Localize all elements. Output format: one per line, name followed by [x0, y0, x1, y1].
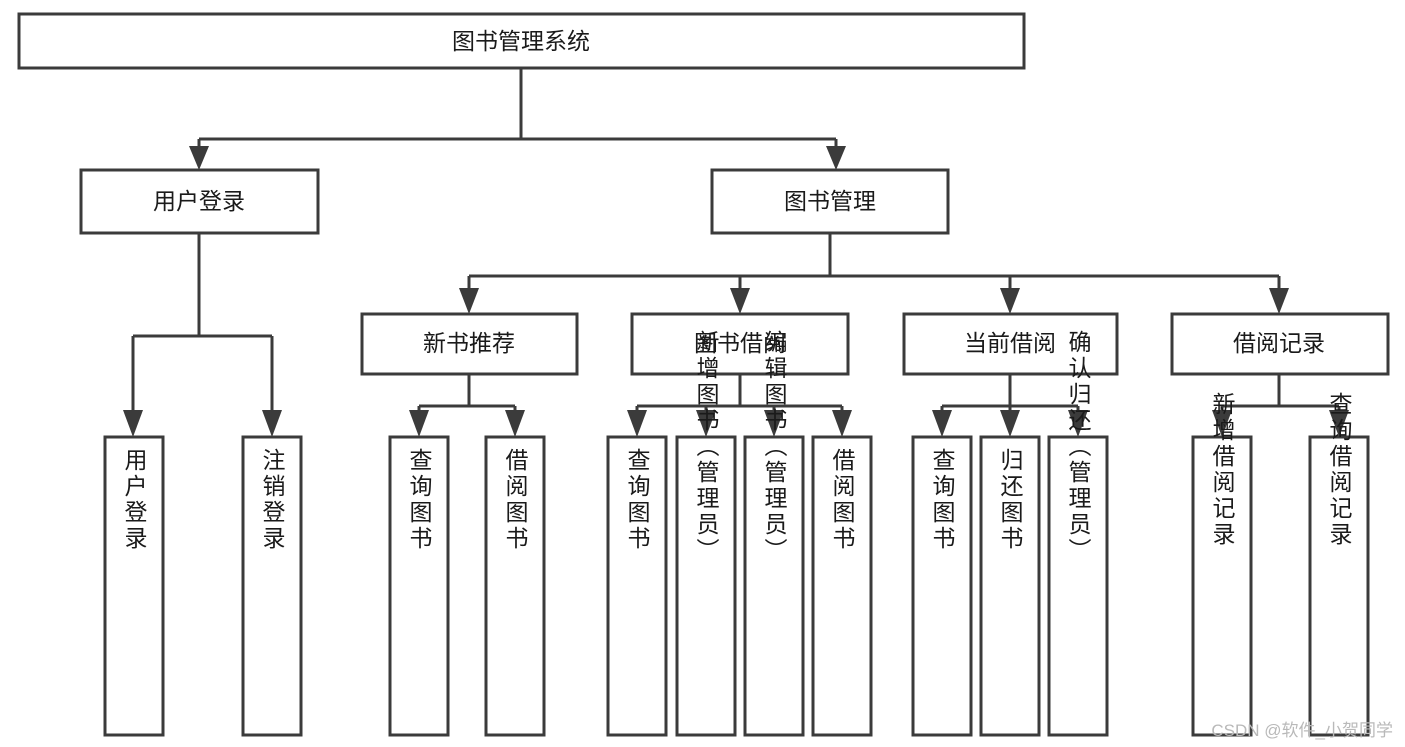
leaf-query-book-1-box[interactable]: [388, 435, 450, 737]
node-current-borrow-label: 当前借阅: [964, 330, 1056, 356]
leaf-add-book[interactable]: 新增图书（管理员）: [675, 330, 737, 737]
leaf-borrow-book-1-box[interactable]: [484, 435, 546, 737]
arrow-head-br-leaf-1: [1212, 410, 1232, 437]
leaf-confirm-return-box[interactable]: [1047, 435, 1109, 737]
arrow-head-leaf-user-login: [123, 410, 143, 437]
arrow-head-bb-leaf-2: [696, 410, 716, 437]
node-book-management[interactable]: 图书管理: [710, 168, 950, 235]
node-new-book-recommend-box[interactable]: [360, 312, 579, 376]
node-borrow-record[interactable]: 借阅记录: [1170, 312, 1390, 376]
leaf-borrow-book-1[interactable]: 借阅图书: [484, 435, 546, 737]
arrow-head-user-login: [189, 146, 209, 170]
leaf-add-book-label: 新增图书（管理员）: [693, 330, 720, 564]
arrow-head-bb-leaf-4: [832, 410, 852, 437]
arrow-head-cb-leaf-1: [932, 410, 952, 437]
arrow-head-leaf-user-logout: [262, 410, 282, 437]
leaf-return-book-box[interactable]: [979, 435, 1041, 737]
leaf-edit-book[interactable]: 编辑图书（管理员）: [743, 330, 805, 737]
leaf-add-book-box[interactable]: [675, 435, 737, 737]
arrow-head-br-leaf-2: [1329, 410, 1349, 437]
leaf-user-login-label: 用户登录: [121, 448, 148, 552]
leaf-user-login-box[interactable]: [103, 435, 165, 737]
leaf-return-book-label: 归还图书: [997, 448, 1024, 552]
leaf-borrow-book-2[interactable]: 借阅图书: [811, 435, 873, 737]
leaf-add-record-label: 新增借阅记录: [1209, 392, 1236, 548]
leaf-confirm-return-label: 确认归还（管理员）: [1065, 330, 1092, 564]
leaf-borrow-book-2-box[interactable]: [811, 435, 873, 737]
leaf-query-book-2-box[interactable]: [606, 435, 668, 737]
leaf-borrow-book-2-label: 借阅图书: [829, 448, 856, 552]
leaf-user-login[interactable]: 用户登录: [103, 435, 165, 737]
arrow-head-nbr-leaf-2: [505, 410, 525, 437]
arrow-head-bb-leaf-3: [764, 410, 784, 437]
leaf-query-book-1[interactable]: 查询图书: [388, 435, 450, 737]
arrow-head-book-borrow: [730, 288, 750, 314]
leaf-query-book-2[interactable]: 查询图书: [606, 435, 668, 737]
node-user-login[interactable]: 用户登录: [79, 168, 320, 235]
leaf-return-book[interactable]: 归还图书: [979, 435, 1041, 737]
leaf-add-record[interactable]: 新增借阅记录: [1191, 392, 1253, 737]
arrow-head-book-management: [826, 146, 846, 170]
arrow-head-current-borrow: [1000, 288, 1020, 314]
leaf-user-logout[interactable]: 注销登录: [241, 435, 303, 737]
leaf-query-book-2-label: 查询图书: [624, 448, 651, 552]
node-root-label: 图书管理系统: [452, 28, 590, 54]
node-book-borrow[interactable]: 图书借阅: [630, 312, 850, 376]
node-new-book-recommend[interactable]: 新书推荐: [360, 312, 579, 376]
leaf-add-record-box[interactable]: [1191, 435, 1253, 737]
arrow-head-new-book-recommend: [459, 288, 479, 314]
node-book-management-box[interactable]: [710, 168, 950, 235]
node-root[interactable]: 图书管理系统: [17, 12, 1026, 70]
leaf-query-book-3-box[interactable]: [911, 435, 973, 737]
node-book-borrow-label: 图书借阅: [694, 330, 786, 356]
node-borrow-record-box[interactable]: [1170, 312, 1390, 376]
node-user-login-box[interactable]: [79, 168, 320, 235]
leaf-user-logout-box[interactable]: [241, 435, 303, 737]
leaf-query-record-box[interactable]: [1308, 435, 1370, 737]
arrow-head-cb-leaf-2: [1000, 410, 1020, 437]
node-book-management-label: 图书管理: [784, 188, 876, 214]
leaf-confirm-return[interactable]: 确认归还（管理员）: [1047, 330, 1109, 737]
leaf-query-record[interactable]: 查询借阅记录: [1308, 392, 1370, 737]
leaf-user-logout-label: 注销登录: [259, 448, 286, 552]
arrow-head-bb-leaf-1: [627, 410, 647, 437]
node-book-borrow-box[interactable]: [630, 312, 850, 376]
node-root-box[interactable]: [17, 12, 1026, 70]
node-current-borrow[interactable]: 当前借阅: [902, 312, 1119, 376]
node-borrow-record-label: 借阅记录: [1233, 330, 1325, 356]
node-user-login-label: 用户登录: [153, 188, 245, 214]
node-current-borrow-box[interactable]: [902, 312, 1119, 376]
csdn-watermark: CSDN @软件_小贺同学: [1211, 721, 1393, 740]
leaf-query-book-3-label: 查询图书: [929, 448, 956, 552]
leaf-query-book-3[interactable]: 查询图书: [911, 435, 973, 737]
leaf-edit-book-box[interactable]: [743, 435, 805, 737]
leaf-edit-book-label: 编辑图书（管理员）: [761, 330, 788, 564]
leaf-query-record-label: 查询借阅记录: [1326, 392, 1353, 548]
connector-layer: [123, 68, 1349, 437]
leaf-borrow-book-1-label: 借阅图书: [502, 448, 529, 552]
leaf-query-book-1-label: 查询图书: [406, 448, 433, 552]
arrow-head-cb-leaf-3: [1068, 410, 1088, 437]
arrow-head-nbr-leaf-1: [409, 410, 429, 437]
node-new-book-recommend-label: 新书推荐: [423, 330, 515, 356]
arrow-head-borrow-record: [1269, 288, 1289, 314]
